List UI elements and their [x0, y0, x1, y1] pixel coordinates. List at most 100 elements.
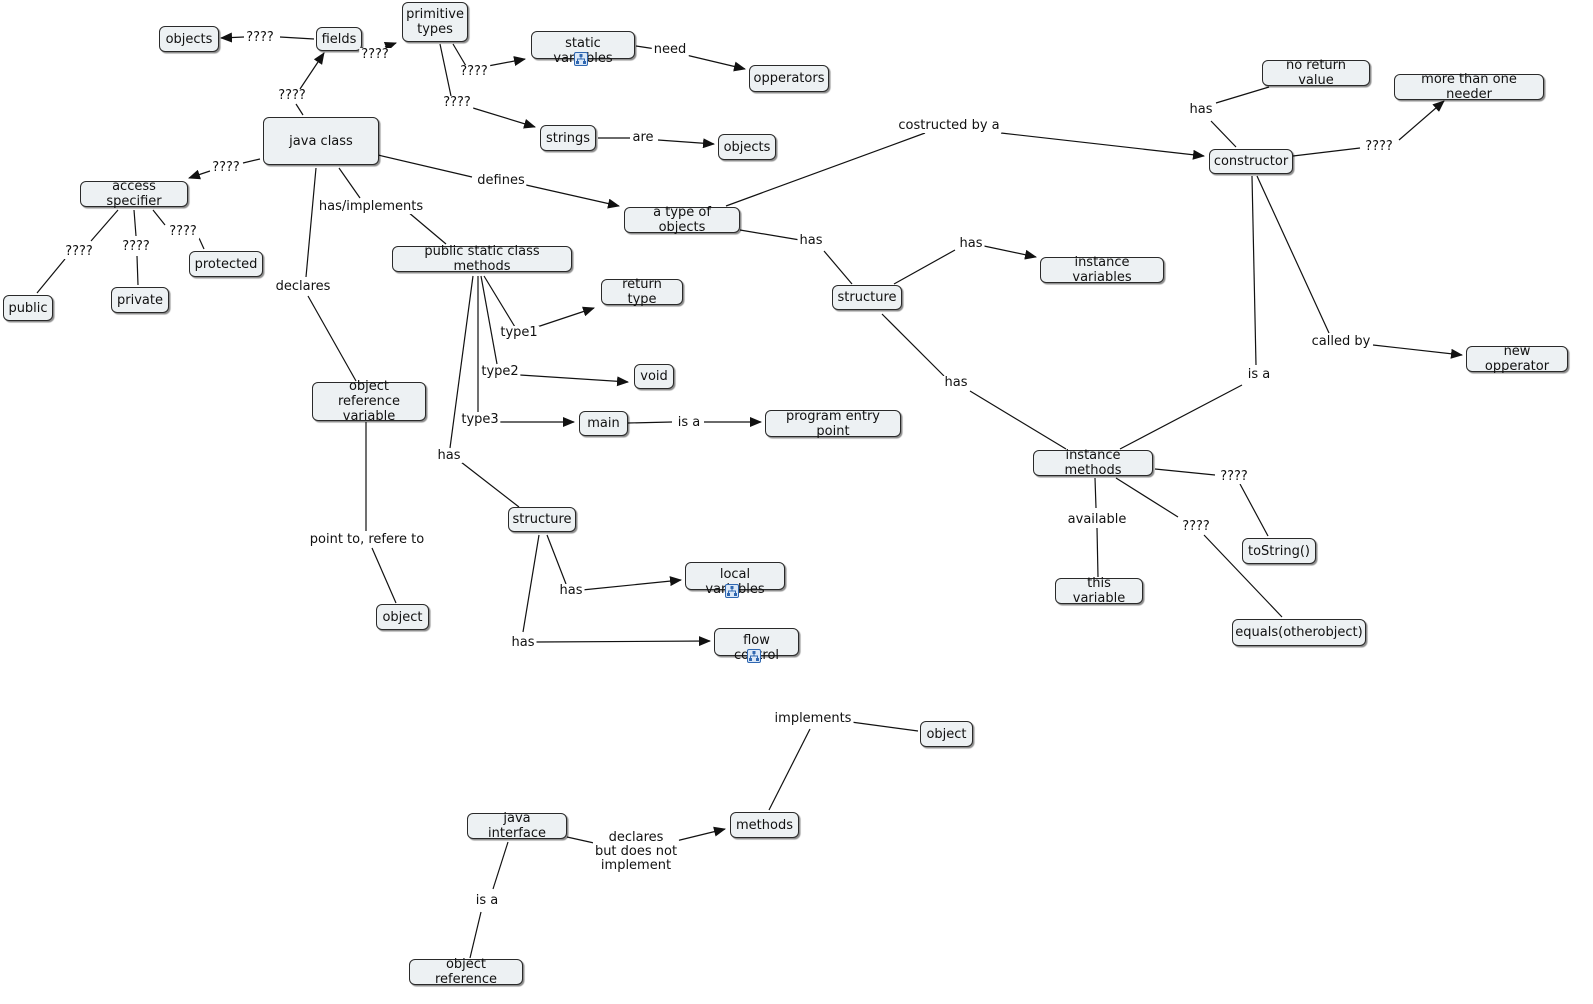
connector-line — [338, 167, 361, 199]
connector-line — [969, 390, 1067, 450]
link-label: costructed by a — [896, 118, 1002, 133]
concept-object-reference-variable[interactable]: object reference variable — [312, 379, 426, 424]
link-label: point to, refere to — [307, 532, 427, 547]
connector-line — [136, 255, 139, 286]
concept-equals[interactable]: equals(otherobject) — [1232, 619, 1366, 646]
link-label: has — [1187, 102, 1215, 117]
connector-line — [1215, 86, 1270, 104]
connector-line — [452, 43, 467, 67]
link-label: has — [557, 583, 585, 598]
connector-line — [242, 158, 261, 164]
connector-line — [1094, 477, 1097, 509]
connector-line — [850, 721, 919, 732]
connector-line — [377, 154, 473, 178]
link-label: type2 — [479, 364, 521, 379]
concept-void[interactable]: void — [634, 364, 674, 389]
link-label: type3 — [459, 412, 501, 427]
concept-instance-methods[interactable]: instance methods — [1033, 448, 1153, 478]
connector-line — [90, 209, 119, 242]
arrow-line — [983, 245, 1037, 260]
connector-line — [1203, 534, 1283, 618]
concept-this-variable[interactable]: this variable — [1055, 576, 1143, 606]
concept-object-left[interactable]: object — [376, 604, 429, 630]
concept-public-static-class-methods[interactable]: public static class methods — [392, 244, 572, 274]
connector-line — [1119, 384, 1243, 450]
submap-icon[interactable] — [747, 649, 761, 663]
link-label: are — [630, 130, 656, 145]
link-label: ???? — [458, 64, 490, 79]
arrow-line — [536, 306, 595, 328]
concept-no-return-value[interactable]: no return value — [1262, 58, 1370, 88]
concept-opperators[interactable]: opperators — [749, 65, 829, 92]
connector-line — [546, 534, 567, 585]
connector-line — [152, 209, 166, 226]
connector-line — [1210, 120, 1237, 148]
concept-primitive-types[interactable]: primitive types — [402, 2, 468, 42]
connector-line — [1154, 468, 1216, 476]
concept-a-type-of-objects[interactable]: a type of objects — [624, 205, 740, 235]
link-label: need — [651, 42, 689, 57]
submap-icon[interactable] — [574, 52, 588, 66]
concept-object-bottom[interactable]: object — [920, 721, 973, 747]
concept-java-class[interactable]: java class — [263, 117, 379, 165]
concept-methods[interactable]: methods — [730, 812, 799, 838]
arrow-line — [535, 636, 711, 647]
arrow-line — [1372, 344, 1463, 359]
concept-structure-left[interactable]: structure — [508, 507, 576, 532]
concept-object-reference[interactable]: object reference — [409, 957, 523, 987]
link-label: has/implements — [316, 199, 426, 214]
concept-program-entry-point[interactable]: program entry point — [765, 409, 901, 439]
concept-more-than-one-needer[interactable]: more than one needer — [1394, 72, 1544, 102]
connector-line — [1292, 147, 1361, 157]
concept-java-interface[interactable]: java interface — [467, 811, 567, 841]
arrow-line — [519, 374, 629, 387]
arrow-line — [1398, 100, 1445, 141]
concept-main[interactable]: main — [579, 411, 628, 436]
arrow-line — [472, 107, 536, 129]
concept-objects-top[interactable]: objects — [159, 26, 219, 52]
concept-new-opperator[interactable]: new opperator — [1466, 344, 1568, 374]
connector-line — [1256, 175, 1330, 334]
connector-line — [483, 275, 516, 328]
arrow-line — [383, 42, 397, 52]
arrow-line — [487, 56, 526, 67]
concept-objects-mid[interactable]: objects — [718, 134, 776, 160]
connector-line — [198, 237, 205, 250]
concept-protected[interactable]: protected — [189, 251, 263, 277]
connector-line — [305, 167, 317, 278]
arrow-line — [220, 32, 245, 43]
concept-strings[interactable]: strings — [540, 125, 596, 151]
concept-instance-variables[interactable]: instance variables — [1040, 255, 1164, 285]
connector-line — [371, 547, 397, 604]
concept-structure-right[interactable]: structure — [832, 285, 902, 310]
connector-line — [1239, 483, 1269, 537]
arrow-line — [299, 52, 325, 90]
concept-tostring[interactable]: toString() — [1242, 538, 1316, 564]
concept-constructor[interactable]: constructor — [1209, 149, 1293, 174]
connector-line — [566, 836, 595, 844]
link-label: ???? — [1180, 519, 1212, 534]
connector-line — [893, 249, 956, 285]
link-label: has — [942, 375, 970, 390]
link-label: is a — [473, 893, 501, 908]
concept-return-type[interactable]: return type — [601, 277, 683, 307]
arrow-line — [581, 576, 682, 591]
concept-fields[interactable]: fields — [316, 27, 362, 51]
link-label: has — [957, 236, 985, 251]
connector-line — [1115, 477, 1179, 518]
connector-line — [36, 258, 66, 294]
concept-access-specifier[interactable]: access specifier — [80, 179, 188, 209]
link-label: is a — [1245, 367, 1273, 382]
link-label: called by — [1309, 334, 1373, 349]
arrow-line — [685, 54, 746, 72]
link-label: ???? — [120, 239, 152, 254]
link-label: has — [797, 233, 825, 248]
connector-line — [739, 229, 801, 241]
submap-icon[interactable] — [725, 584, 739, 598]
link-label: ???? — [167, 224, 199, 239]
concept-public[interactable]: public — [3, 295, 53, 321]
arrow-line — [657, 138, 715, 149]
concept-private[interactable]: private — [111, 287, 169, 313]
connector-line — [480, 275, 498, 365]
